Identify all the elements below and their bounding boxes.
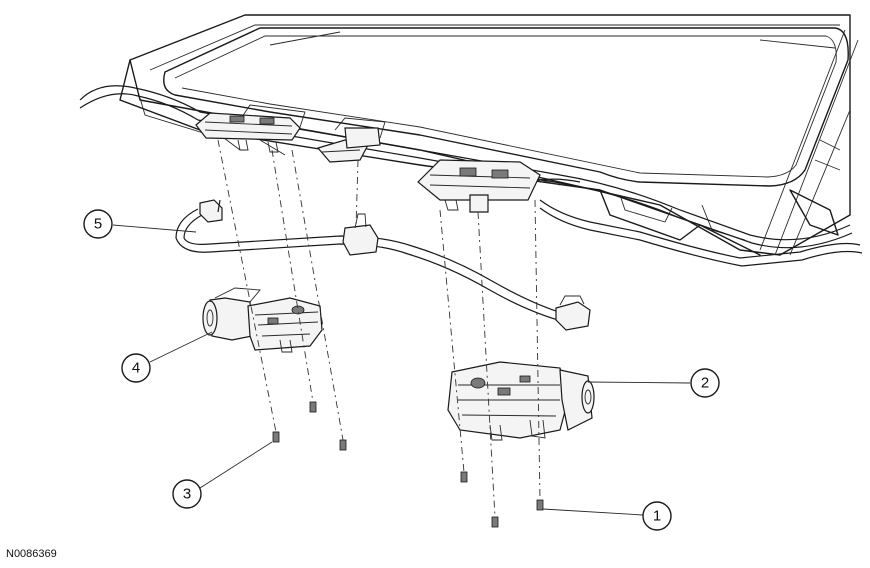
callout-4: 4: [121, 353, 151, 383]
cable-guide-right: [417, 159, 541, 213]
figure-reference-code: N0086369: [6, 548, 57, 560]
cable-guide-left: [195, 112, 301, 153]
cable-guide-center: [316, 127, 381, 163]
mounting-bolts: [272, 401, 544, 528]
callout-1: 1: [642, 501, 672, 531]
bolt: [272, 431, 280, 443]
sunroof-motor-right: [447, 361, 595, 441]
alignment-lines: [217, 139, 541, 518]
svg-text:5: 5: [94, 216, 102, 233]
svg-text:1: 1: [653, 508, 661, 525]
callout-2: 2: [690, 368, 720, 398]
sunroof-motor-left: [202, 287, 323, 353]
bolt: [309, 401, 317, 413]
bolt: [536, 499, 544, 511]
svg-text:4: 4: [132, 360, 140, 377]
leader-lines: [112, 224, 691, 516]
callout-3: 3: [172, 479, 202, 509]
svg-text:2: 2: [701, 375, 709, 392]
bolt: [460, 471, 468, 483]
bolt: [491, 516, 499, 528]
svg-text:3: 3: [183, 486, 191, 503]
wiring-harness: [175, 199, 591, 331]
callout-5: 5: [83, 209, 113, 239]
bolt: [339, 439, 347, 451]
